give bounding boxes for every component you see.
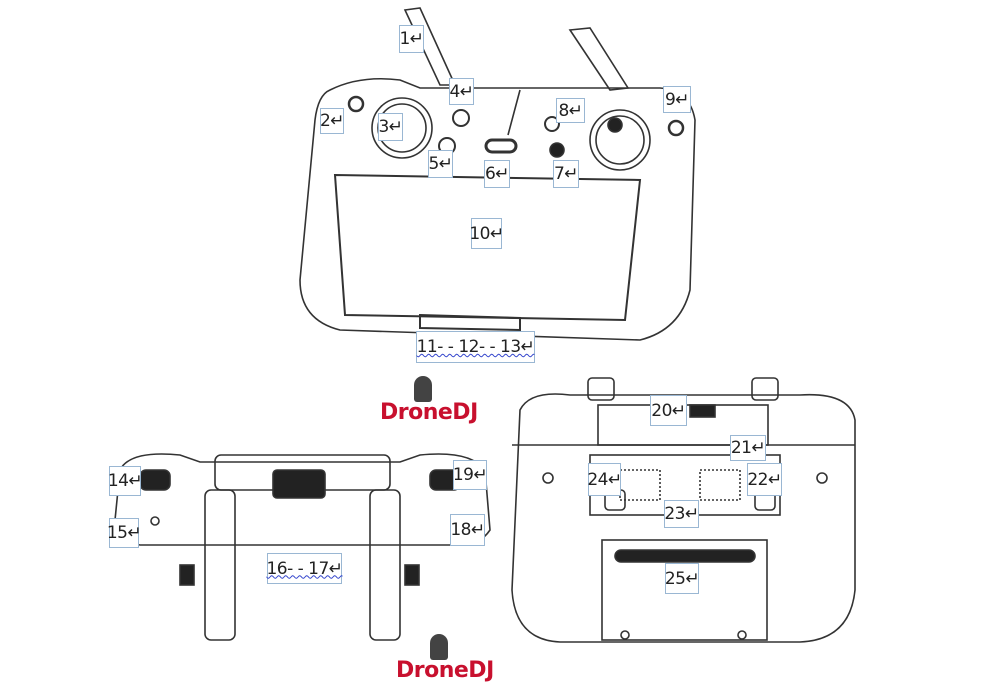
callout-4: 4↵: [449, 78, 474, 105]
front-view: [299, 7, 696, 341]
callout-14: 14↵: [108, 466, 143, 496]
callout-21: 21↵: [730, 435, 766, 461]
bottom-view: [114, 453, 491, 641]
callout-11-12-13: 11- - 12- - 13↵: [416, 331, 535, 363]
back-view: [511, 377, 856, 643]
callout-22: 22↵: [747, 463, 782, 496]
callout-15: 15↵: [107, 518, 142, 548]
callout-19: 19↵: [453, 460, 488, 490]
callout-1: 1↵: [399, 25, 424, 53]
callout-5: 5↵: [428, 150, 453, 178]
dronedj-logo-top: DroneDJ: [380, 376, 478, 425]
callout-20: 20↵: [650, 395, 687, 426]
logo-text: DroneDJ: [396, 658, 494, 683]
callout-2: 2↵: [320, 108, 345, 134]
callout-7: 7↵: [553, 160, 579, 188]
dronedj-logo-bottom: DroneDJ: [396, 634, 494, 683]
logo-text: DroneDJ: [380, 400, 478, 425]
callout-24: 24↵: [587, 463, 622, 496]
callout-9: 9↵: [663, 86, 691, 113]
callout-3: 3↵: [378, 113, 403, 141]
callout-18: 18↵: [450, 514, 485, 546]
callout-8: 8↵: [556, 98, 585, 123]
callout-16-17: 16- - 17↵: [266, 553, 343, 584]
callout-6: 6↵: [484, 160, 510, 188]
callout-23: 23↵: [664, 500, 699, 528]
callout-25: 25↵: [665, 563, 700, 594]
callout-10: 10↵: [469, 218, 504, 249]
